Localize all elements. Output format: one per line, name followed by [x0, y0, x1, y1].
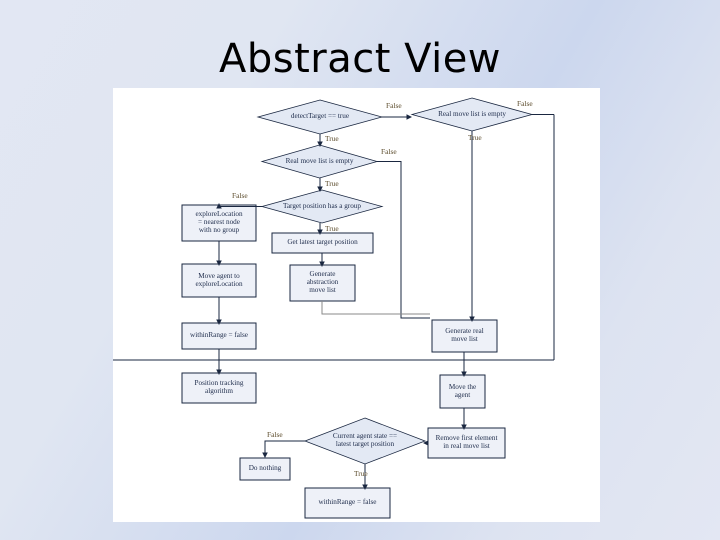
flow-box-b_gen_abs	[289, 264, 356, 302]
edge-label-lbl_true_1: True	[468, 133, 482, 142]
edge-label-lbl_false_4: False	[232, 191, 248, 200]
flow-diamond-d_real_empty_2	[260, 144, 379, 179]
edge-label-lbl_false_5: False	[267, 430, 283, 439]
flow-box-b_do_nothing	[239, 457, 291, 481]
arrowhead	[461, 371, 467, 377]
arrowhead	[216, 369, 222, 375]
edge-realempty2-false	[377, 161, 430, 319]
edge-label-lbl_true_4: True	[325, 224, 339, 233]
arrowhead	[461, 424, 467, 430]
arrowhead	[317, 186, 323, 192]
arrowhead	[317, 141, 323, 147]
arrowhead	[469, 316, 475, 322]
flow-box-b_remove_first	[427, 427, 506, 459]
edge-label-lbl_false_2: False	[517, 99, 533, 108]
flowchart-shape-layer	[181, 97, 534, 519]
arrowhead	[216, 203, 222, 209]
flow-box-b_get_latest	[271, 232, 374, 254]
flow-diamond-d_has_group	[260, 189, 384, 224]
edge-label-lbl_true_5: True	[354, 469, 368, 478]
page-title: Abstract View	[218, 36, 502, 82]
arrowhead	[317, 229, 323, 235]
flowchart-edge-layer	[113, 114, 555, 490]
flow-box-b_move_agent	[439, 374, 486, 409]
flow-box-b_within_false2	[304, 487, 391, 519]
flow-box-b_move_explore	[181, 263, 257, 298]
flow-box-b_gen_real	[431, 319, 498, 353]
arrowhead	[319, 261, 325, 267]
flow-diamond-d_detect	[256, 99, 384, 135]
edge-label-lbl_true_3: True	[325, 179, 339, 188]
arrowhead	[262, 452, 268, 458]
edge-label-lbl_false_1: False	[386, 101, 402, 110]
flowchart-svg	[113, 97, 555, 519]
arrowhead	[423, 440, 429, 446]
flow-diamond-d_real_empty_1	[410, 97, 534, 132]
edge-label-lbl_false_3: False	[381, 147, 397, 156]
arrowhead	[216, 319, 222, 325]
edge-label-lbl_true_2: True	[325, 134, 339, 143]
flow-diamond-d_state_eq	[303, 417, 427, 465]
flow-box-b_pos_track	[181, 372, 257, 404]
edge-state-false	[264, 440, 305, 456]
arrowhead	[406, 114, 412, 120]
arrowhead	[216, 260, 222, 266]
flow-box-b_explore	[181, 204, 257, 242]
edge-genabs-genreal	[321, 301, 430, 315]
flow-box-b_within_false1	[181, 322, 257, 350]
arrowhead	[362, 484, 368, 490]
